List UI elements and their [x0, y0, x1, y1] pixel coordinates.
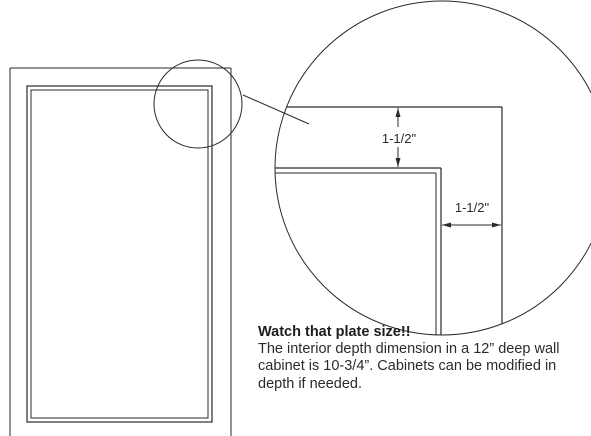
horizontal-dimension-label: 1-1/2" — [455, 200, 490, 215]
vertical-dimension-label: 1-1/2" — [382, 131, 417, 146]
detail-callout-circle — [153, 59, 243, 149]
vertical-dimension — [378, 108, 422, 167]
note-body: The interior depth dimension in a 12” de… — [258, 341, 560, 392]
plate-size-note: Watch that plate size!! The interior dep… — [258, 324, 588, 393]
vertical-dimension-arrow-bottom — [395, 158, 401, 167]
magnified-corner-detail — [275, 106, 503, 335]
cabinet-elevation — [9, 67, 232, 436]
horizontal-dimension-arrow-right — [492, 222, 501, 228]
cabinet-inner-panel-outer — [26, 85, 213, 423]
detail-leader-line — [242, 94, 310, 125]
horizontal-dimension-arrow-left — [442, 222, 451, 228]
note-title: Watch that plate size!! — [258, 324, 411, 340]
horizontal-dimension — [442, 222, 501, 228]
vertical-dimension-label-mask — [378, 127, 422, 147]
vertical-dimension-arrow-top — [395, 108, 401, 117]
cabinet-inner-panel-inner — [30, 89, 209, 419]
